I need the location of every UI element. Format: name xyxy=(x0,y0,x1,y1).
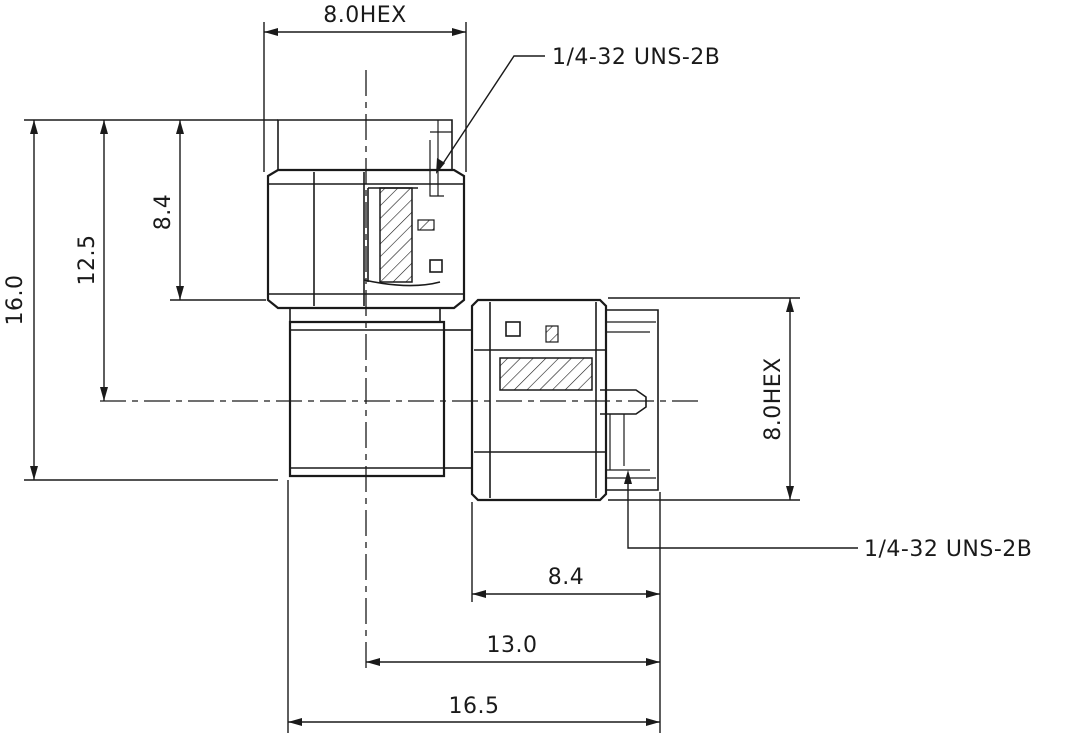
dim-width-nut: 8.4 xyxy=(471,492,661,733)
label-top-hex: 8.0HEX xyxy=(323,3,407,28)
side-insert-hatch xyxy=(499,357,593,391)
label-top-thread: 1/4-32 UNS-2B xyxy=(552,45,720,70)
dim-height-center: 12.5 xyxy=(75,120,108,401)
top-insert-hatch xyxy=(379,187,413,283)
label-width-nut: 8.4 xyxy=(548,565,585,590)
dim-width-overall: 16.5 xyxy=(287,480,660,733)
dim-height-overall: 16.0 xyxy=(3,119,278,481)
leader-top-thread: 1/4-32 UNS-2B xyxy=(436,45,720,174)
label-height-center: 12.5 xyxy=(75,235,100,286)
top-hex-nut xyxy=(266,168,466,310)
label-height-overall: 16.0 xyxy=(3,275,28,326)
label-height-nut: 8.4 xyxy=(151,194,176,231)
label-side-hex: 8.0HEX xyxy=(761,357,786,441)
label-side-thread: 1/4-32 UNS-2B xyxy=(864,537,1032,562)
center-pin xyxy=(600,389,647,415)
leader-side-thread: 1/4-32 UNS-2B xyxy=(624,470,1032,562)
top-sleeve xyxy=(277,119,453,170)
label-width-overall: 16.5 xyxy=(449,694,500,719)
dim-top-hex: 8.0HEX xyxy=(263,3,467,172)
dim-width-center: 13.0 xyxy=(366,633,660,666)
side-connector xyxy=(470,298,659,502)
connector-body xyxy=(288,320,473,478)
dim-side-hex: 8.0HEX xyxy=(608,297,800,501)
dim-height-nut: 8.4 xyxy=(151,120,266,301)
side-sleeve xyxy=(606,309,659,491)
label-width-center: 13.0 xyxy=(487,633,538,658)
side-hex-nut xyxy=(470,298,608,502)
